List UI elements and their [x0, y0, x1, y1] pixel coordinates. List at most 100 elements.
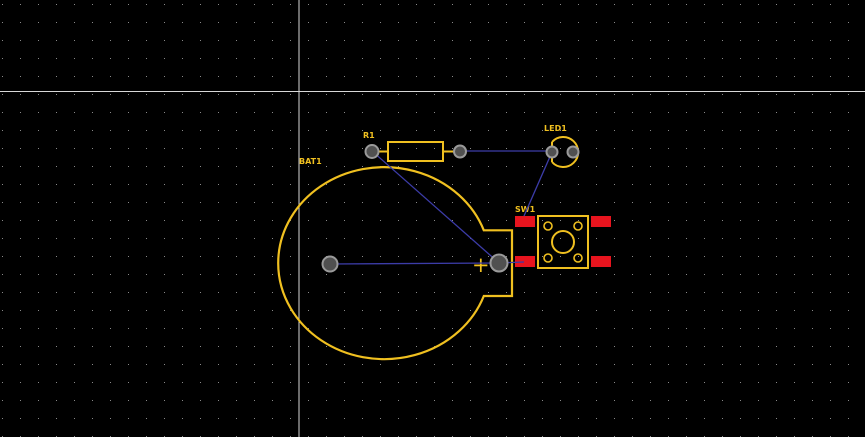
component-bat1[interactable]: BAT1 +	[277, 157, 514, 361]
grid-dot	[254, 418, 255, 419]
sw1-body-outline[interactable]	[537, 215, 589, 269]
grid-dot	[290, 382, 291, 383]
grid-dot	[344, 112, 345, 113]
grid-dot	[794, 40, 795, 41]
grid-dot	[542, 112, 543, 113]
grid-dot	[560, 364, 561, 365]
grid-dot	[290, 256, 291, 257]
grid-dot	[596, 382, 597, 383]
r1-pad-2[interactable]	[453, 144, 467, 159]
grid-dot	[830, 382, 831, 383]
grid-dot	[560, 112, 561, 113]
grid-dot	[524, 184, 525, 185]
grid-dot	[290, 310, 291, 311]
grid-dot	[596, 364, 597, 365]
grid-dot	[524, 364, 525, 365]
led1-pad-1[interactable]	[545, 145, 559, 159]
grid-dot	[812, 94, 813, 95]
led1-pad-2[interactable]	[566, 145, 580, 159]
grid-dot	[92, 238, 93, 239]
grid-dot	[344, 76, 345, 77]
grid-dot	[524, 346, 525, 347]
grid-dot	[524, 22, 525, 23]
grid-dot	[560, 328, 561, 329]
grid-dot	[56, 58, 57, 59]
grid-dot	[164, 4, 165, 5]
sw1-pad[interactable]	[515, 216, 535, 227]
grid-dot	[704, 418, 705, 419]
grid-dot	[794, 58, 795, 59]
grid-dot	[830, 238, 831, 239]
grid-dot	[758, 40, 759, 41]
grid-dot	[56, 4, 57, 5]
grid-dot	[416, 22, 417, 23]
sw1-corner-mark	[543, 221, 553, 231]
grid-dot	[74, 166, 75, 167]
bat1-outline[interactable]	[277, 166, 514, 361]
grid-dot	[848, 202, 849, 203]
grid-dot	[560, 148, 561, 149]
grid-dot	[272, 220, 273, 221]
grid-dot	[362, 94, 363, 95]
grid-dot	[272, 112, 273, 113]
grid-dot	[146, 418, 147, 419]
grid-dot	[578, 256, 579, 257]
grid-dot	[470, 256, 471, 257]
component-sw1[interactable]: SW1	[515, 205, 611, 269]
grid-dot	[794, 292, 795, 293]
grid-dot	[794, 328, 795, 329]
bat1-designator: BAT1	[299, 157, 322, 166]
grid-dot	[596, 400, 597, 401]
grid-dot	[110, 94, 111, 95]
grid-dot	[596, 184, 597, 185]
grid-dot	[326, 328, 327, 329]
grid-dot	[704, 40, 705, 41]
grid-dot	[686, 418, 687, 419]
grid-dot	[434, 328, 435, 329]
grid-dot	[254, 220, 255, 221]
grid-dot	[218, 202, 219, 203]
grid-dot	[74, 328, 75, 329]
bat1-pad-positive[interactable]	[489, 253, 509, 273]
grid-dot	[776, 238, 777, 239]
grid-dot	[326, 130, 327, 131]
grid-dot	[668, 4, 669, 5]
grid-dot	[182, 202, 183, 203]
grid-dot	[524, 4, 525, 5]
grid-dot	[146, 148, 147, 149]
grid-dot	[272, 418, 273, 419]
grid-dot	[758, 292, 759, 293]
grid-dot	[38, 238, 39, 239]
grid-dot	[704, 76, 705, 77]
grid-dot	[722, 238, 723, 239]
grid-dot	[578, 274, 579, 275]
grid-dot	[2, 274, 3, 275]
grid-dot	[686, 202, 687, 203]
sw1-pad[interactable]	[591, 216, 611, 227]
bat1-pad-negative[interactable]	[321, 255, 339, 273]
grid-dot	[614, 274, 615, 275]
grid-dot	[74, 400, 75, 401]
grid-dot	[110, 112, 111, 113]
grid-dot	[560, 184, 561, 185]
grid-dot	[668, 166, 669, 167]
sw1-corner-mark	[573, 253, 583, 263]
grid-dot	[506, 238, 507, 239]
grid-dot	[398, 310, 399, 311]
grid-dot	[578, 112, 579, 113]
grid-dot	[110, 202, 111, 203]
grid-dot	[398, 4, 399, 5]
grid-dot	[560, 418, 561, 419]
grid-dot	[830, 310, 831, 311]
grid-dot	[452, 184, 453, 185]
sw1-pad[interactable]	[591, 256, 611, 267]
grid-dot	[74, 112, 75, 113]
r1-pad-1[interactable]	[364, 144, 380, 159]
grid-dot	[812, 184, 813, 185]
grid-dot	[2, 40, 3, 41]
grid-dot	[182, 310, 183, 311]
grid-dot	[704, 112, 705, 113]
sw1-pad[interactable]	[515, 256, 535, 267]
grid-dot	[92, 184, 93, 185]
